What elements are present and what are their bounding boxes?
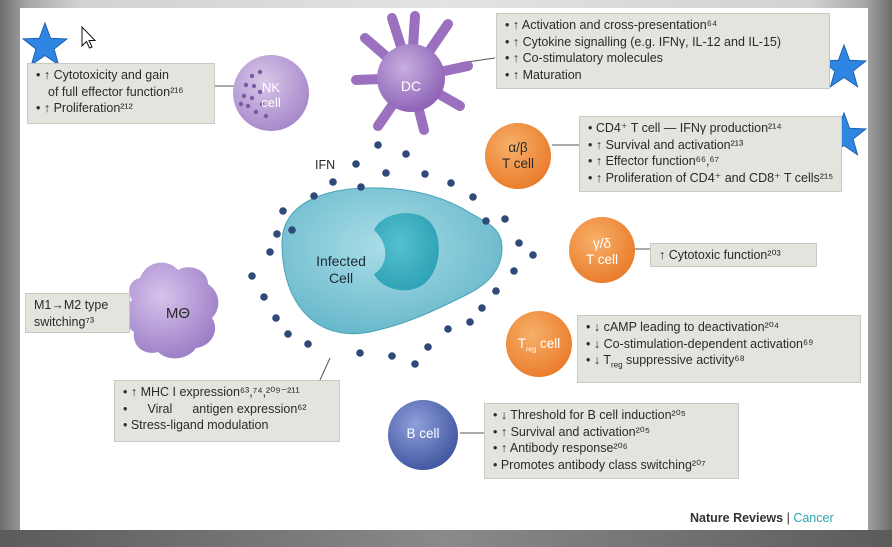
journal-footer: Nature Reviews | Cancer bbox=[690, 511, 834, 525]
treg-effects-box: • ↓ cAMP leading to deactivation²⁰⁴ • ↓ … bbox=[577, 315, 861, 383]
macrophage-label: MΘ bbox=[165, 305, 191, 322]
b-cell-effects-box: • ↓ Threshold for B cell induction²⁰⁵ • … bbox=[484, 403, 739, 479]
ifn-dots bbox=[248, 141, 537, 368]
infected-cell-label: Infected Cell bbox=[316, 253, 366, 286]
gd-t-cell-shape bbox=[569, 217, 635, 283]
treg-cell-shape bbox=[506, 311, 572, 377]
ifn-label: IFN bbox=[315, 158, 336, 172]
cursor-icon bbox=[81, 25, 97, 49]
dc-cell-label: DC bbox=[400, 78, 422, 94]
b-cell-shape bbox=[388, 400, 458, 470]
gd-t-cell-label: γ/δ T cell bbox=[585, 236, 618, 267]
ab-t-cell-shape bbox=[485, 123, 551, 189]
ab-t-cell-label: α/β T cell bbox=[501, 140, 534, 171]
macrophage-effects-box: M1→M2 type switching⁷³ bbox=[25, 293, 130, 333]
dc-effects-box: • ↑ Activation and cross-presentation⁶⁴ … bbox=[496, 13, 830, 89]
bottom-strip bbox=[0, 530, 892, 547]
star-icon bbox=[21, 21, 69, 66]
infected-nucleus-shape bbox=[374, 213, 439, 291]
dc-cell-shape bbox=[351, 11, 473, 135]
b-cell-label: B cell bbox=[406, 426, 440, 441]
diagram-art bbox=[21, 11, 868, 470]
treg-cell-label: Treg cell bbox=[517, 336, 561, 354]
nk-cell-label: NK cell bbox=[261, 80, 281, 110]
slide: NK cell DC α/β T cell γ/δ T cell Treg ce… bbox=[20, 8, 868, 530]
macrophage-shape bbox=[124, 262, 219, 359]
gd-t-cell-effects-box: ↑ Cytotoxic function²⁰³ bbox=[650, 243, 817, 267]
ab-t-cell-effects-box: • CD4⁺ T cell — IFNγ production²¹⁴ • ↑ S… bbox=[579, 116, 842, 192]
nk-granules bbox=[238, 69, 269, 119]
nk-effects-box: • ↑ Cytotoxicity and gain of full effect… bbox=[27, 63, 215, 124]
infected-cell-effects-box: • ↑ MHC I expression⁶³,⁷⁴,²⁰⁹⁻²¹¹ • Vira… bbox=[114, 380, 340, 442]
